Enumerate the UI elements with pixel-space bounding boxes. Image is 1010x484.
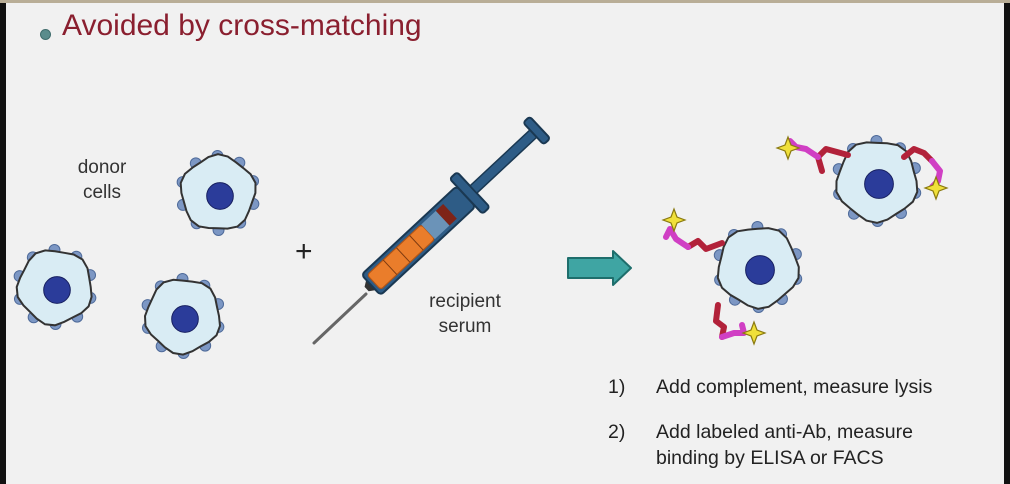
- step-item: 2) Add labeled anti-Ab, measure binding …: [608, 419, 1003, 475]
- cell-icon: [13, 244, 97, 330]
- step-number: 1): [608, 376, 626, 398]
- donor-cells-label: donor cells: [77, 157, 127, 203]
- slide-title: Avoided by cross-matching: [62, 9, 422, 42]
- cell-icon: [141, 273, 225, 359]
- step-text: Add complement, measure lysis: [656, 376, 933, 398]
- star-label-icon: [923, 175, 949, 201]
- cell-icon: [713, 221, 803, 313]
- diagram-art: [13, 116, 949, 359]
- title-bullet-icon: [40, 29, 51, 40]
- right-border: [1004, 3, 1010, 484]
- antibody-icon: [661, 207, 725, 252]
- cell-icon: [832, 135, 922, 227]
- antibody-icon: [775, 135, 851, 174]
- star-label-icon: [661, 207, 687, 233]
- syringe-icon: [312, 116, 550, 345]
- step-item: 1) Add complement, measure lysis: [608, 374, 1003, 404]
- cell-icon: [176, 150, 260, 236]
- arrow-right-icon: [567, 250, 632, 286]
- plus-sign: +: [295, 235, 313, 268]
- left-border: [0, 3, 6, 484]
- star-label-icon: [741, 320, 767, 346]
- star-label-icon: [775, 135, 801, 161]
- antibody-icon: [901, 146, 949, 201]
- step-text: Add labeled anti-Ab, measure binding by …: [656, 421, 913, 469]
- recipient-serum-label: recipient serum: [429, 291, 501, 337]
- step-number: 2): [608, 421, 626, 443]
- antibody-icon: [713, 302, 767, 346]
